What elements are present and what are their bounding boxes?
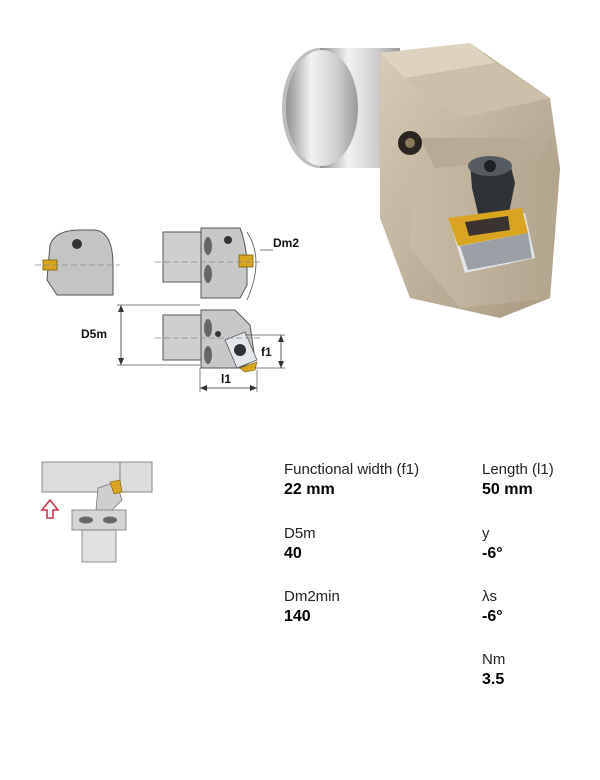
top-view: Dm2 — [155, 227, 299, 301]
product-photo — [282, 43, 560, 318]
spec-d5m: D5m 40 — [284, 525, 454, 564]
spec-label: Nm — [482, 651, 506, 668]
spec-label: Functional width (f1) — [284, 461, 420, 478]
spec-value: -6° — [482, 608, 503, 625]
spec-value: 50 mm — [482, 481, 533, 498]
spec-length: Length (l1) 50 mm — [482, 461, 600, 500]
spec-label: D5m — [284, 525, 316, 542]
spec-label: λs — [482, 588, 497, 605]
application-diagram-icon — [40, 461, 153, 563]
spec-nm: Nm 3.5 — [482, 651, 600, 690]
spec-value: 40 — [284, 545, 302, 562]
spec-label: Length (l1) — [482, 461, 554, 478]
spec-functional-width: Functional width (f1) 22 mm — [284, 461, 454, 500]
spec-value: -6° — [482, 545, 503, 562]
spec-label: Dm2min — [284, 588, 340, 605]
dim-dm2-label: Dm2 — [273, 236, 299, 250]
spec-value: 22 mm — [284, 481, 335, 498]
spec-dm2min: Dm2min 140 — [284, 588, 454, 627]
dim-d5m-label: D5m — [81, 327, 107, 341]
dim-l1-label: l1 — [221, 372, 231, 386]
front-view — [155, 309, 263, 373]
dim-f1-label: f1 — [261, 345, 272, 359]
spec-value: 140 — [284, 608, 311, 625]
spec-value: 3.5 — [482, 671, 505, 688]
spec-y: y -6° — [482, 525, 600, 564]
spec-label: y — [482, 525, 490, 542]
technical-drawing: Dm2 D5m f1 l1 — [35, 227, 299, 392]
spec-lambda-s: λs -6° — [482, 588, 600, 627]
side-view — [35, 229, 120, 296]
